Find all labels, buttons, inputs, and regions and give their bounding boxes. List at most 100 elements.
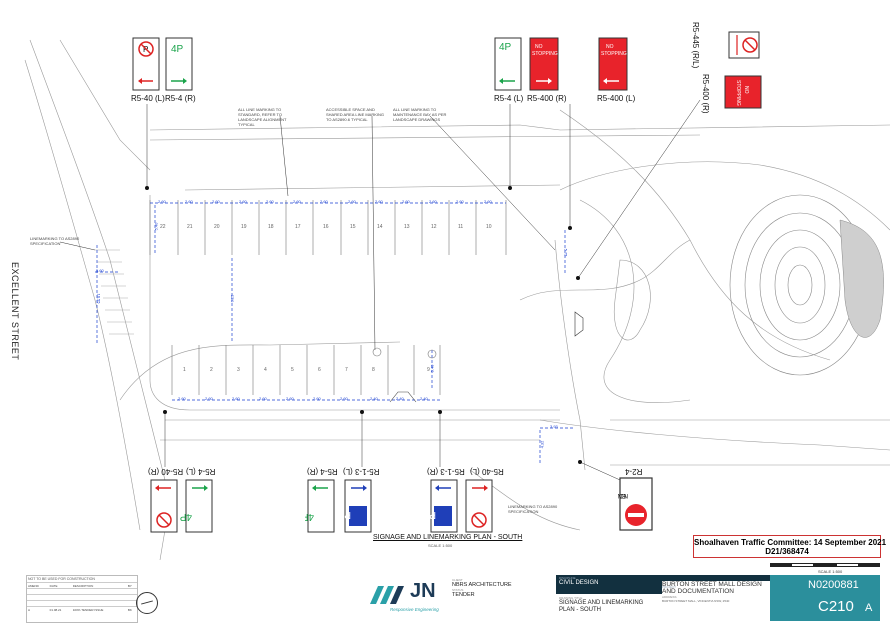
sign-code: R5-40 (L) — [470, 467, 504, 476]
sign-code: R5-1-3 (R) — [427, 467, 465, 476]
discipline-value: CIVIL DESIGN — [559, 580, 599, 586]
revision-letter: A — [865, 602, 873, 614]
sign-code: R5-4 (R) — [165, 94, 196, 103]
drawing-title-label: DRAWING TITLE — [559, 596, 583, 600]
company-tagline: Responsive Engineering — [390, 607, 439, 612]
address-label: ADDRESS — [662, 595, 677, 599]
sign-code: R5-40 (R) — [148, 467, 184, 476]
project-block: PROJECT BURTON STREET MALL DESIGN AND DO… — [662, 575, 770, 621]
client-block: CLIENT NBRS ARCHITECTURE STATUS TENDER — [452, 578, 552, 598]
dim-label: 2.60 — [375, 199, 383, 204]
svg-text:NO: NO — [606, 44, 614, 50]
rev-header: DATE — [48, 582, 72, 589]
dim-label: 2.60 — [212, 199, 220, 204]
rev-header: AMEND — [27, 582, 49, 589]
bay-number: 13 — [404, 224, 410, 230]
dim-label: 2.60 — [178, 396, 186, 401]
sign-post-markers — [145, 186, 582, 464]
north-arrow-icon — [136, 592, 158, 614]
discipline-block: DISCIPLINE CIVIL DESIGN DRAWING TITLE SI… — [556, 575, 662, 621]
scale-label: SCALE 1:500 — [818, 569, 843, 574]
bays-bottom-lines — [171, 345, 441, 395]
discipline-label: DISCIPLINE — [559, 576, 576, 580]
project-number: N0200881 — [808, 579, 859, 591]
left-stripes — [95, 249, 134, 335]
dim-label: 2.60 — [348, 199, 356, 204]
dim-label: 2.60 — [320, 199, 328, 204]
dim-bay-depth: 5.40 — [153, 222, 159, 231]
svg-text:STOPPING: STOPPING — [532, 51, 558, 57]
project-value: BURTON STREET MALL DESIGN AND DOCUMENTAT… — [662, 581, 762, 595]
dim-label: 2.60 — [266, 199, 274, 204]
address-value: BURTON STREET MALL, VINCENTIA NSW, 2540 — [662, 599, 730, 603]
sign-group-top-right: NO STOPPING — [724, 31, 762, 109]
dim-label: 2.60 — [158, 199, 166, 204]
svg-text:4P: 4P — [179, 511, 192, 522]
rev-cell: 100% TENDER ISSUE — [71, 606, 127, 612]
dim-label: 2.60 — [456, 199, 464, 204]
bay-number: 20 — [214, 224, 220, 230]
dim-label: 2.60 — [340, 396, 348, 401]
revision-table: AMEND DATE DESCRIPTION BY A 01.08.21 100… — [27, 582, 137, 612]
status-value: TENDER — [452, 592, 475, 598]
revision-block: NOT TO BE USED FOR CONSTRUCTION AMEND DA… — [26, 575, 138, 623]
note-linemarking-left: LINEMARKING TO AS2890 SPECIFICATION — [30, 236, 80, 246]
svg-text:P: P — [344, 509, 351, 520]
dim-label: 2.60 — [484, 199, 492, 204]
dim-label: 2.60 — [205, 396, 213, 401]
bay-number: 7 — [345, 367, 348, 373]
note-accessible: ACCESSIBLE SPACE AND SHARED AREA LINE MA… — [326, 107, 385, 122]
rev-header: BY — [126, 582, 137, 589]
svg-text:4P: 4P — [305, 511, 314, 522]
sign-code: R5-4 (L) — [494, 94, 524, 103]
dim-label: 2.40 — [420, 396, 428, 401]
bay-number: 6 — [318, 367, 321, 373]
rev-header: DESCRIPTION — [71, 582, 127, 589]
dim-label: 2.60 — [313, 396, 321, 401]
grass-area — [839, 219, 884, 338]
bay-number: 1 — [183, 367, 186, 373]
svg-text:4P: 4P — [171, 44, 184, 55]
rev-cell: A — [27, 606, 49, 612]
sign-code: R5-1-3 (L) — [343, 467, 380, 476]
svg-text:NO: NO — [743, 86, 749, 94]
svg-text:STOPPING: STOPPING — [735, 80, 741, 106]
accessible-symbol — [372, 347, 382, 357]
dim-label: 2.60 — [259, 396, 267, 401]
status-label: STATUS — [452, 588, 464, 592]
leader-lines — [59, 99, 701, 481]
committee-line2: D21/368474 — [765, 547, 809, 556]
dim-left-length: 16.55 — [96, 293, 102, 304]
not-for-construction: NOT TO BE USED FOR CONSTRUCTION — [28, 577, 95, 581]
client-value: NBRS ARCHITECTURE — [452, 582, 512, 588]
rev-cell: BK — [126, 606, 137, 612]
dim-bay9: 5.40 — [429, 364, 435, 373]
bay-number: 17 — [295, 224, 301, 230]
drawing-number: C210 — [818, 598, 854, 615]
bay-number: 4 — [264, 367, 267, 373]
project-label: PROJECT — [662, 585, 677, 589]
drawing-scale: SCALE 1:500 — [428, 543, 453, 548]
sign-code: R2-4 — [625, 467, 643, 476]
bay-number: 10 — [486, 224, 492, 230]
note-maintenance: ALL LINE MARKING TO MAINTENANCE BAY AS P… — [393, 107, 447, 122]
sign-code: R5-4 (L) — [186, 467, 216, 476]
sign-pair-top-left: P 4P — [132, 37, 193, 91]
bay-number: 8 — [372, 367, 375, 373]
dim-label: 2.40 — [370, 396, 378, 401]
sign-code: R5-400 (R) — [527, 94, 567, 103]
bay-number: 12 — [431, 224, 437, 230]
note-line-marking: ALL LINE MARKING TO STANDARD, REFER TO L… — [238, 107, 287, 127]
dim-label: 2.60 — [402, 199, 410, 204]
bay-number: 11 — [458, 224, 464, 230]
svg-text:NO: NO — [619, 492, 628, 498]
bay-number: 3 — [237, 367, 240, 373]
sign-no-stopping-left: NO STOPPING — [598, 37, 628, 91]
bay-number: 18 — [268, 224, 274, 230]
committee-stamp: Shoalhaven Traffic Committee: 14 Septemb… — [693, 535, 886, 558]
sign-code: R5-40 (L) — [131, 94, 165, 103]
client-label: CLIENT — [452, 578, 463, 582]
shared-area — [389, 391, 417, 403]
svg-text:4P: 4P — [499, 42, 512, 53]
bay-number: 14 — [377, 224, 383, 230]
